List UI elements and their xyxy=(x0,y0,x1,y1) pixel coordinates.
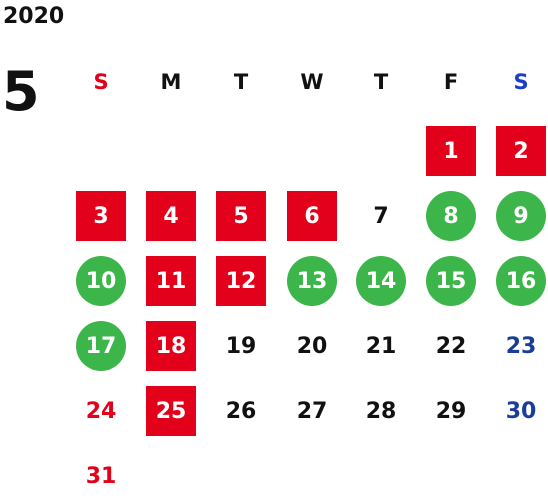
day-7: 7 xyxy=(373,203,389,229)
day-27: 27 xyxy=(296,398,328,424)
day-19: 19 xyxy=(225,333,257,359)
weekday-saturday: S xyxy=(513,70,529,94)
year-label: 2020 xyxy=(3,4,65,29)
day-25: 25 xyxy=(146,386,196,436)
day-16: 16 xyxy=(496,256,546,306)
day-30: 30 xyxy=(505,398,537,424)
day-20: 20 xyxy=(296,333,328,359)
day-14: 14 xyxy=(356,256,406,306)
weekday-sunday: S xyxy=(93,70,109,94)
day-17: 17 xyxy=(76,321,126,371)
day-1: 1 xyxy=(426,126,476,176)
day-13: 13 xyxy=(287,256,337,306)
day-5: 5 xyxy=(216,191,266,241)
day-4: 4 xyxy=(146,191,196,241)
weekday-tuesday: T xyxy=(233,70,249,94)
day-22: 22 xyxy=(435,333,467,359)
day-11: 11 xyxy=(146,256,196,306)
day-21: 21 xyxy=(365,333,397,359)
day-6: 6 xyxy=(287,191,337,241)
weekday-friday: F xyxy=(443,70,459,94)
month-label: 5 xyxy=(2,60,40,123)
day-12: 12 xyxy=(216,256,266,306)
day-18: 18 xyxy=(146,321,196,371)
weekday-thursday: T xyxy=(373,70,389,94)
day-3: 3 xyxy=(76,191,126,241)
day-23: 23 xyxy=(505,333,537,359)
day-9: 9 xyxy=(496,191,546,241)
day-2: 2 xyxy=(496,126,546,176)
day-28: 28 xyxy=(365,398,397,424)
day-8: 8 xyxy=(426,191,476,241)
day-29: 29 xyxy=(435,398,467,424)
day-24: 24 xyxy=(85,398,117,424)
day-26: 26 xyxy=(225,398,257,424)
day-15: 15 xyxy=(426,256,476,306)
weekday-wednesday: W xyxy=(300,70,324,94)
day-10: 10 xyxy=(76,256,126,306)
day-31: 31 xyxy=(85,463,117,489)
weekday-monday: M xyxy=(160,70,182,94)
